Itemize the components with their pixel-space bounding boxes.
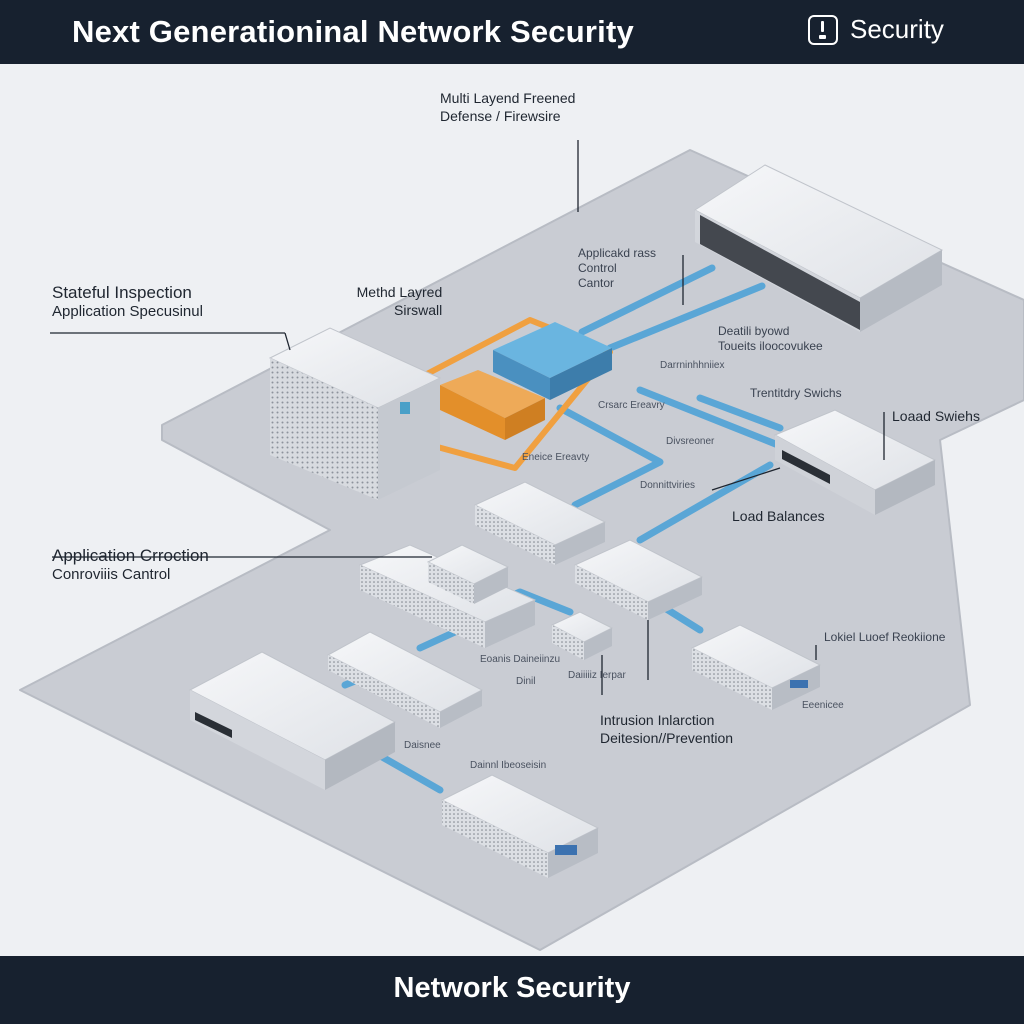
load-switches-label: Loaad Swiehs [892, 408, 980, 424]
diversion-label: Divsreoner [666, 436, 715, 447]
multi-layered-line-1: Multi Layend Freened [440, 90, 576, 106]
app-control-line-3: Cantor [578, 276, 615, 290]
app-control-line-2: Control [578, 261, 617, 275]
inspection-server [268, 327, 442, 500]
intrusion-label: Intrusion Inlarction Deitesion//Preventi… [600, 712, 733, 747]
badge-label: Security [850, 14, 944, 44]
center-device-5 [550, 611, 614, 660]
network-diagram [19, 140, 1024, 951]
page-title: Next Generationinal Network Security [72, 14, 634, 49]
security-badge[interactable]: Security [808, 14, 944, 45]
leader-lines [50, 140, 885, 695]
threat-line-1: Deatili byowd [718, 324, 790, 338]
threat-line-2: Toueits iloocovukee [718, 339, 823, 353]
small-bottom-label-1: Daisnee [404, 740, 441, 751]
center-device-3 [426, 544, 510, 604]
small-blue-label: Crsarc Ereavry [598, 400, 665, 411]
multi-layered-line-2: Defense / Firewsire [440, 107, 561, 124]
center-device-4 [573, 539, 704, 620]
local-load-redundancy-label: Lokiel Luoef Reokiione [824, 630, 946, 644]
edge-router-3 [440, 774, 600, 878]
small-center-label-3: Daiiiiiz Ierpar [568, 670, 626, 681]
edge-router-2 [188, 651, 397, 790]
stateful-line-1: Stateful Inspection [52, 283, 192, 302]
small-bottom-label-2: Dainnl Ibeoseisin [470, 760, 547, 771]
footer-title: Network Security [393, 972, 631, 1004]
stateful-line-2: Application Specusinul [52, 303, 203, 321]
center-device-1 [473, 481, 607, 565]
intrusion-line-2: Deitesion//Prevention [600, 729, 734, 746]
small-right-label: Eeenicee [802, 700, 844, 711]
small-diag-label: Darrninhhniiex [660, 360, 725, 371]
stateful-inspection-label: Stateful Inspection Application Specusin… [52, 282, 203, 322]
shield-alert-icon [808, 14, 838, 45]
small-center-label-2: Dinil [516, 676, 536, 687]
threat-label: Deatili byowd Toueits iloocovukee [718, 324, 823, 354]
app-correction-line-1: Application Crroction [52, 546, 209, 565]
connections-label: Donnittviries [640, 480, 696, 491]
redundancy-device [690, 624, 822, 710]
layered-firewall-line-1: Methd Layred [356, 284, 443, 300]
app-control-label: Applicakd rass Control Cantor [578, 246, 656, 291]
multi-layered-defense-label: Multi Layend Freened Defense / Firewsire [440, 90, 575, 125]
app-correction-line-2: Conroviiis Cantrol [52, 566, 171, 584]
footer-bar [0, 956, 1024, 1024]
small-orange-label: Eneice Ereavty [522, 452, 590, 463]
load-switch [773, 409, 937, 515]
header-bar [0, 0, 1024, 64]
territory-switches-label: Trentitdry Swichs [750, 386, 842, 400]
core-switch [694, 164, 944, 332]
load-balances-label: Load Balances [732, 508, 825, 524]
layered-firewall-line-2: Sirswall [394, 301, 443, 318]
app-control-line-1: Applicakd rass [578, 246, 657, 260]
edge-router-1 [326, 631, 484, 728]
intrusion-line-1: Intrusion Inlarction [600, 712, 715, 728]
small-center-label-1: Eoanis Daineiinzu [480, 654, 561, 665]
blue-firewall-tile [493, 322, 612, 400]
app-correction-label: Application Crroction Conroviiis Cantrol [52, 545, 209, 585]
layered-firewall-label: Methd Layred Sirswall [346, 284, 443, 319]
